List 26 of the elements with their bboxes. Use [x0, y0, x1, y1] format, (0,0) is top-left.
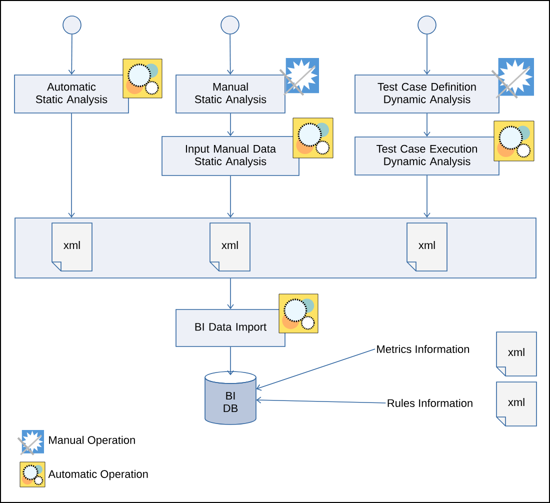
- arrow: [256, 396, 386, 404]
- arrow: [68, 113, 75, 218]
- start-circle: [220, 16, 240, 34]
- info-label: Metrics Information: [377, 344, 470, 354]
- arrow: [424, 113, 430, 137]
- arrow: [227, 278, 234, 310]
- process-box: Test Case Definition Dynamic Analysis: [354, 74, 500, 114]
- database-cylinder: BI DB: [204, 371, 256, 425]
- legend-label: Manual Operation: [49, 436, 135, 446]
- legend-label: Automatic Operation: [48, 470, 148, 480]
- process-box: Input Manual Data Static Analysis: [162, 136, 300, 176]
- start-circle: [62, 16, 82, 34]
- process-box: Manual Static Analysis: [176, 74, 286, 114]
- arrow: [227, 346, 234, 376]
- arrow: [227, 113, 234, 136]
- arrow: [424, 175, 430, 218]
- arrow: [256, 348, 376, 391]
- arrow: [227, 176, 234, 218]
- process-box: Automatic Static Analysis: [14, 74, 129, 114]
- arrow: [68, 34, 76, 75]
- info-label: Rules Information: [388, 398, 472, 408]
- process-box: Test Case Execution Dynamic Analysis: [354, 136, 500, 176]
- arrow: [424, 34, 430, 75]
- start-circle: [418, 16, 436, 34]
- arrow: [226, 34, 234, 75]
- process-box: BI Data Import: [176, 309, 286, 347]
